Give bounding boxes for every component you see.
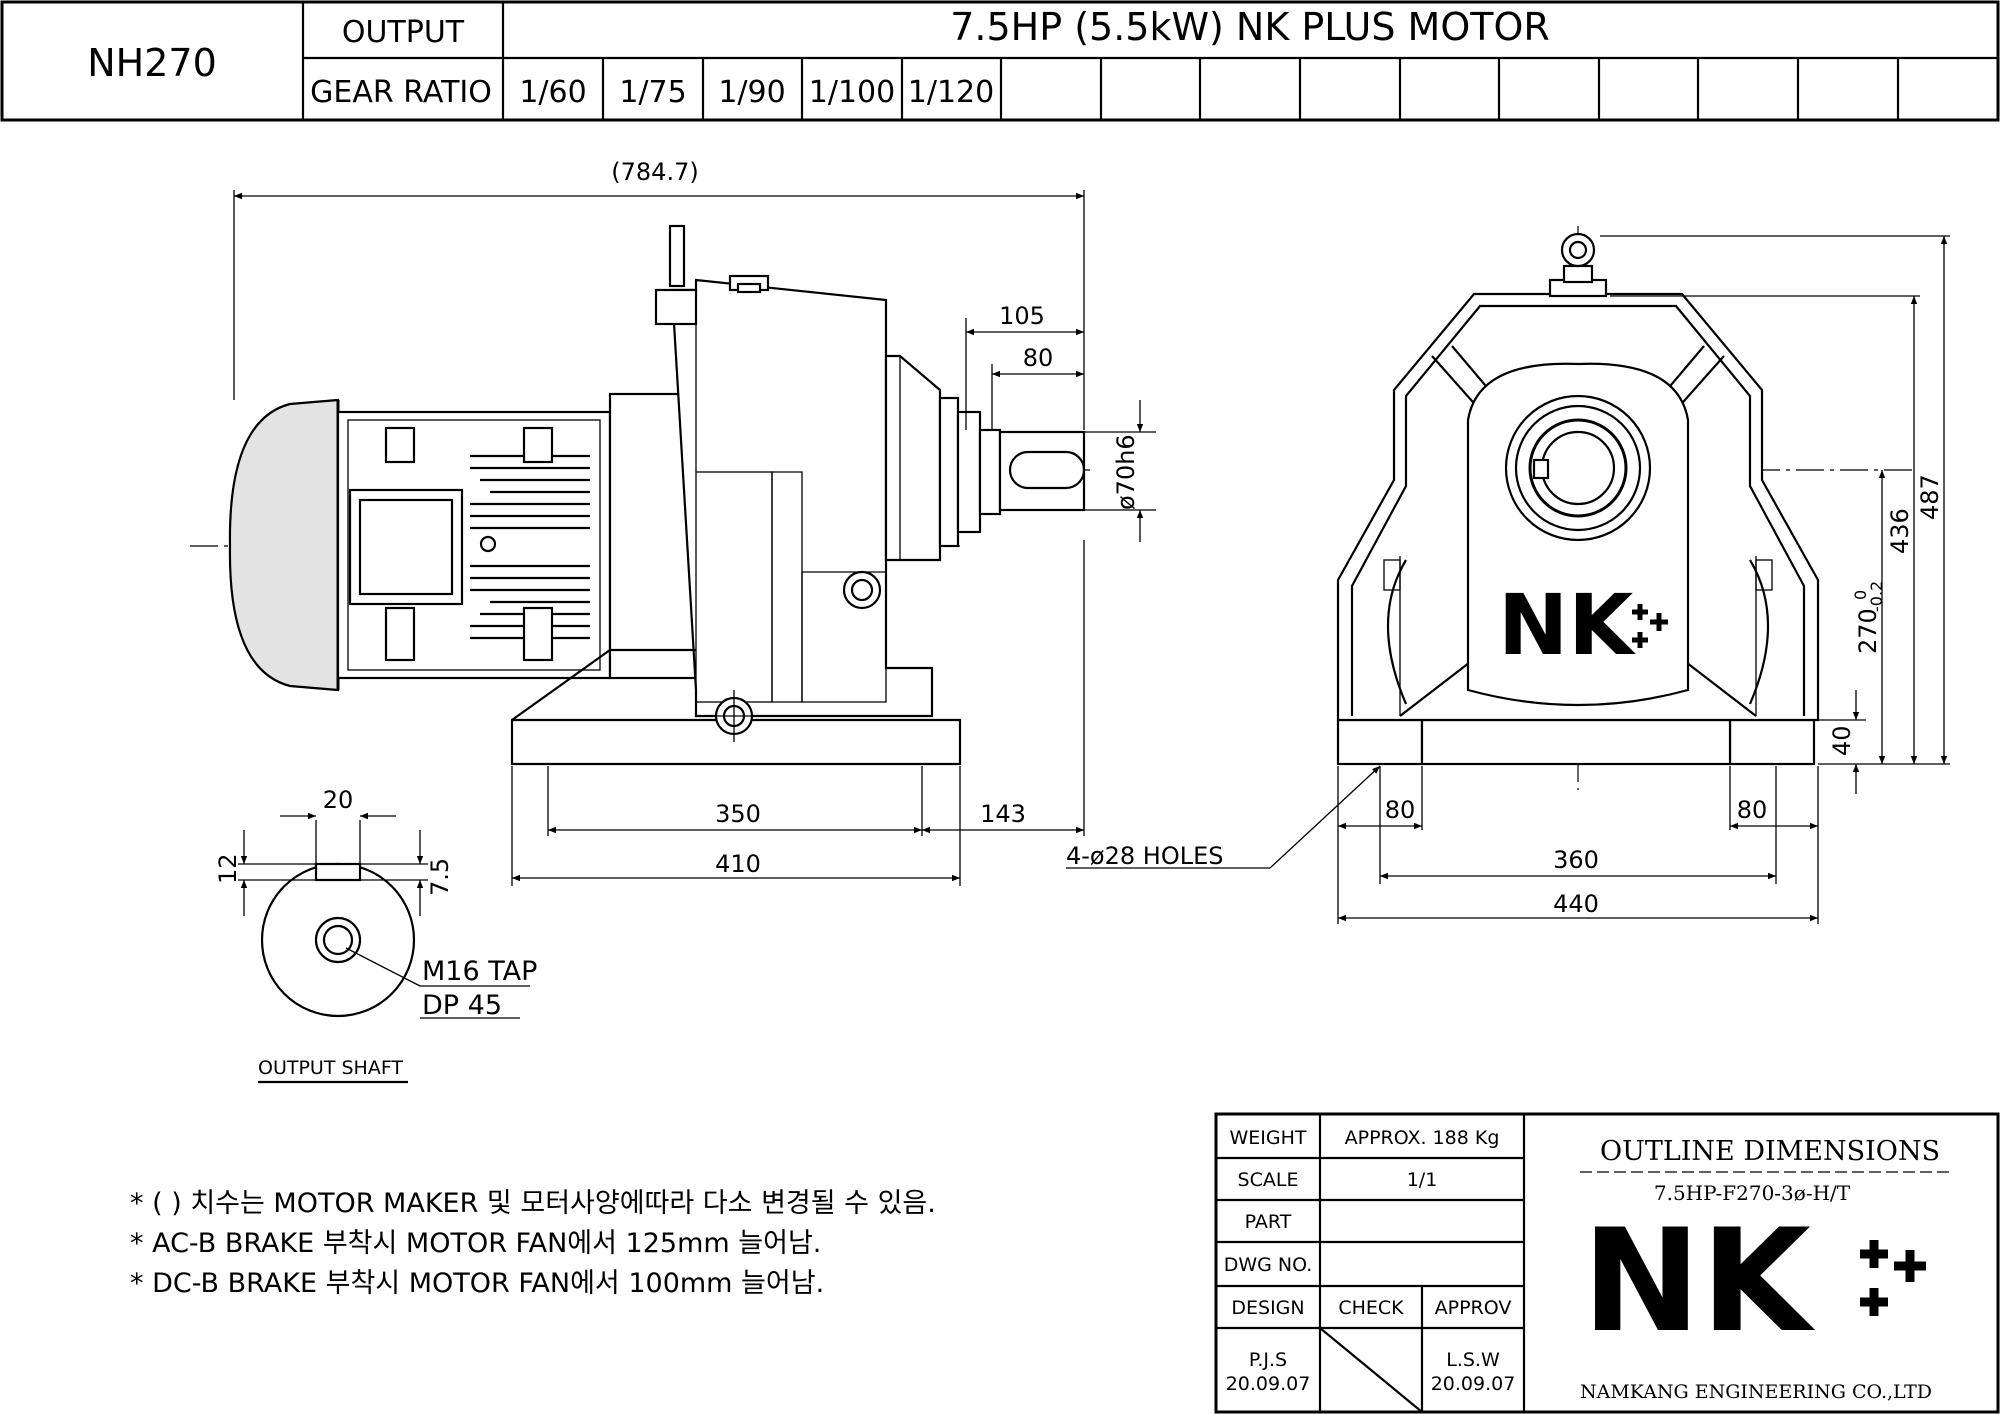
- terminal-box: [348, 488, 464, 606]
- dim-center-tol-lower: -0.2: [1867, 581, 1886, 612]
- notes: * ( ) 치수는 MOTOR MAKER 및 모터사양에따라 다소 변경될 수…: [130, 1188, 936, 1299]
- gear-ratio-cell-dividers: [601, 58, 1900, 120]
- design-name: P.J.S: [1249, 1349, 1287, 1371]
- dim-center-tol-upper: 0: [1851, 590, 1870, 600]
- output-value: 7.5HP (5.5kW) NK PLUS MOTOR: [950, 5, 1550, 49]
- dim-key-width: 20: [323, 786, 354, 814]
- note-2: * AC-B BRAKE 부착시 MOTOR FAN에서 125mm 늘어남.: [130, 1228, 821, 1259]
- part-label: PART: [1245, 1211, 1292, 1233]
- output-label: OUTPUT: [342, 15, 465, 50]
- front-view: NK 487 436 270 0 -0.2 40 80 80 360 4: [1066, 226, 1950, 924]
- design-date: 20.09.07: [1226, 1373, 1311, 1395]
- dim-shaft-diameter: ø70h6: [1112, 434, 1140, 510]
- scale-value: 1/1: [1407, 1169, 1438, 1191]
- company-logo-plus-marks: [1860, 1240, 1926, 1316]
- dim-center-height: 270: [1854, 608, 1882, 654]
- dim-key-depth: 12: [214, 853, 242, 884]
- dim-base-350: 350: [715, 800, 761, 828]
- approv-label: APPROV: [1435, 1297, 1512, 1319]
- weight-value: APPROX. 188 Kg: [1345, 1127, 1500, 1149]
- dim-foot-height: 40: [1828, 725, 1856, 756]
- foot-right: [1728, 718, 1816, 766]
- note-3: * DC-B BRAKE 부착시 MOTOR FAN에서 100mm 늘어남.: [130, 1268, 824, 1299]
- dim-base-410: 410: [715, 850, 761, 878]
- dim-overall-length: (784.7): [611, 158, 698, 186]
- weight-label: WEIGHT: [1229, 1127, 1306, 1149]
- front-logo: NK: [1498, 576, 1636, 674]
- dim-shaft-105: 105: [999, 302, 1045, 330]
- output-shaft-section: 20 12 7.5 M16 TAP DP 45 OUTPUT SHAFT: [214, 786, 537, 1084]
- output-shaft: [998, 430, 1086, 512]
- shaft-section-circle: [260, 862, 416, 1018]
- model-name: NH270: [87, 41, 217, 85]
- title-block: WEIGHT APPROX. 188 Kg SCALE 1/1 PART DWG…: [1214, 1112, 2000, 1414]
- output-shaft-caption: OUTPUT SHAFT: [258, 1057, 403, 1079]
- tap-depth-label: DP 45: [422, 990, 502, 1021]
- gear-ratio-3: 1/90: [718, 75, 785, 110]
- shaft-keyway: [314, 862, 362, 882]
- gear-ratio-label: GEAR RATIO: [310, 75, 492, 110]
- dim-foot-left: 80: [1385, 796, 1416, 824]
- company-name: NAMKANG ENGINEERING CO.,LTD: [1580, 1381, 1932, 1403]
- dim-hole-span: 360: [1553, 846, 1599, 874]
- gear-ratio-2: 1/75: [619, 75, 686, 110]
- dim-shaft-80: 80: [1023, 344, 1054, 372]
- note-1: * ( ) 치수는 MOTOR MAKER 및 모터사양에따라 다소 변경될 수…: [130, 1188, 936, 1219]
- model-code: 7.5HP-F270-3ø-H/T: [1654, 1181, 1851, 1205]
- gear-ratio-5: 1/120: [908, 75, 994, 110]
- side-view: (784.7) 105 80 ø70h6 350 143 410: [190, 158, 1156, 886]
- approv-name: L.S.W: [1446, 1349, 1500, 1371]
- output-flange: [884, 354, 942, 562]
- header-table: NH270 OUTPUT 7.5HP (5.5kW) NK PLUS MOTOR…: [0, 0, 2000, 122]
- company-logo: NK: [1582, 1199, 1816, 1364]
- dim-base-width: 440: [1553, 890, 1599, 918]
- tap-label: M16 TAP: [422, 956, 537, 987]
- drawing-title: OUTLINE DIMENSIONS: [1600, 1136, 1940, 1167]
- approv-date: 20.09.07: [1431, 1373, 1516, 1395]
- dim-key-height: 7.5: [426, 858, 454, 896]
- base-plate: [510, 718, 962, 766]
- holes-note: 4-ø28 HOLES: [1066, 842, 1224, 870]
- dim-height-436: 436: [1886, 508, 1914, 554]
- dim-base-143: 143: [980, 800, 1026, 828]
- front-logo-plus-marks: [1632, 604, 1668, 648]
- dwg-label: DWG NO.: [1224, 1254, 1313, 1276]
- eye-bolt: [1560, 232, 1596, 268]
- check-label: CHECK: [1338, 1297, 1404, 1319]
- dim-foot-right: 80: [1737, 796, 1768, 824]
- gear-ratio-1: 1/60: [519, 75, 586, 110]
- gear-ratio-4: 1/100: [809, 75, 895, 110]
- scale-label: SCALE: [1238, 1169, 1299, 1191]
- design-label: DESIGN: [1231, 1297, 1304, 1319]
- dim-total-height: 487: [1916, 474, 1944, 520]
- foot-left: [1336, 718, 1424, 766]
- fan-cover: [228, 398, 340, 692]
